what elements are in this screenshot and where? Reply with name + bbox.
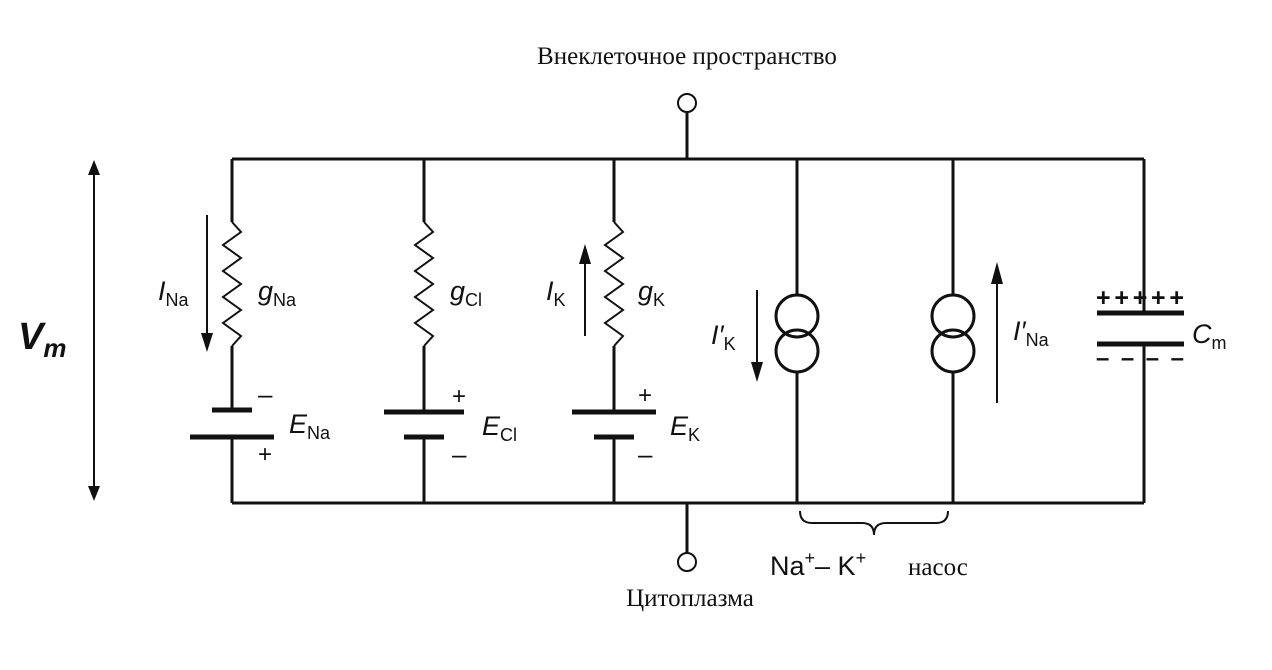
na-resistor <box>221 221 243 347</box>
na-current-arrow <box>201 333 213 352</box>
vm-label: Vm <box>18 316 66 363</box>
pump-label: Na+– K+ <box>770 548 866 581</box>
extracellular-terminal <box>677 93 697 113</box>
pump-na-current-label: I′Na <box>1013 316 1050 350</box>
na-emf-label: ENa <box>289 409 331 443</box>
capacitor-branch <box>1097 159 1184 503</box>
pump-brace <box>799 510 949 536</box>
pump-na-current-arrow <box>991 262 1003 284</box>
pump-k-current-label: I′K <box>711 320 736 354</box>
na-battery-bottom-sign: + <box>258 441 272 468</box>
pump-k-branch <box>751 159 820 503</box>
cl-resistor <box>413 221 435 347</box>
pump-k-current-arrow <box>751 362 763 382</box>
k-conductance-label: gK <box>638 276 665 310</box>
cl-branch <box>384 159 464 503</box>
k-resistor <box>603 221 625 347</box>
pump-na-branch <box>930 159 1003 503</box>
vm-arrow <box>88 160 100 501</box>
capacitor-plus-signs: +++++ <box>1096 284 1184 312</box>
cytoplasm-terminal <box>677 552 697 572</box>
pump-k-source-upper-circle <box>774 293 820 339</box>
cl-battery-bottom-sign: – <box>452 439 467 469</box>
k-emf-label: EK <box>670 411 700 445</box>
k-current-label: IK <box>546 276 566 310</box>
pump-word-label: насос <box>908 554 968 581</box>
cl-battery-top-sign: + <box>452 383 466 410</box>
cytoplasm-label: Цитоплазма <box>626 585 754 612</box>
pump-na-source-upper-circle <box>930 293 976 339</box>
cl-conductance-label: gCl <box>450 276 482 310</box>
k-branch <box>572 159 656 503</box>
extracellular-label: Внеклеточное пространство <box>537 43 837 70</box>
k-battery-bottom-sign: – <box>638 439 653 469</box>
cl-emf-label: ECl <box>482 411 517 445</box>
capacitor-minus-signs: – – – – <box>1096 345 1184 372</box>
na-battery-top-sign: – <box>258 379 273 409</box>
na-conductance-label: gNa <box>258 276 297 310</box>
na-branch <box>190 159 274 503</box>
k-battery-top-sign: + <box>638 382 652 409</box>
k-current-arrow <box>579 244 591 264</box>
capacitor-label: Cm <box>1192 319 1227 353</box>
na-current-label: INa <box>158 276 190 310</box>
